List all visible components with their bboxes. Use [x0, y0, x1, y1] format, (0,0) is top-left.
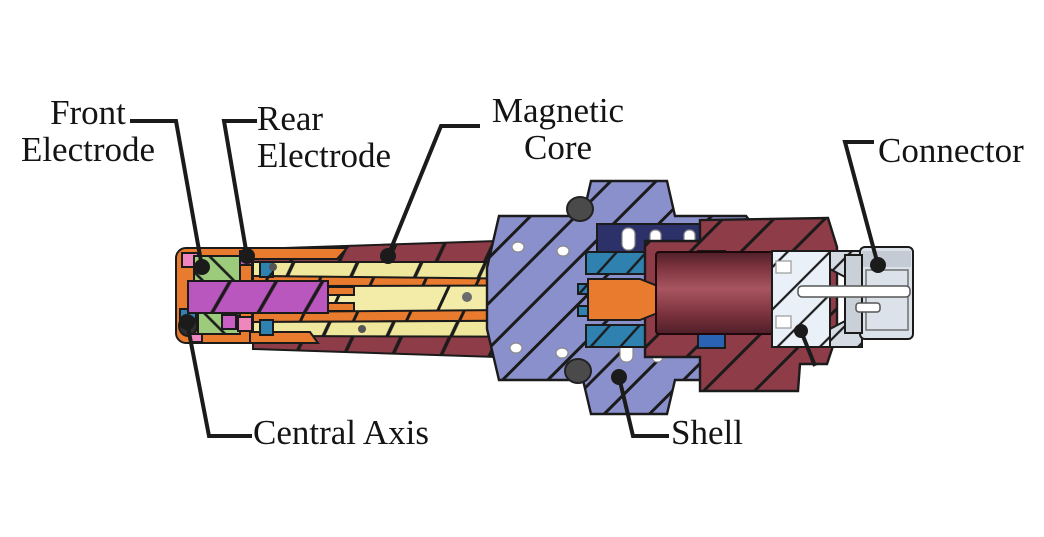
leader-shell — [617, 376, 669, 438]
label-magnetic-core: Magnetic Core — [468, 92, 648, 166]
leader-rear-electrode — [221, 119, 257, 257]
leader-magnetic-core — [386, 124, 480, 257]
o-ring-top — [566, 196, 594, 222]
o-ring-bottom — [564, 358, 592, 384]
leader-central-axis — [185, 321, 252, 438]
label-magnetic-core-line2: Core — [523, 128, 593, 167]
connector-pin — [797, 285, 911, 298]
label-front-electrode: Front Electrode — [0, 94, 176, 168]
o-rings — [564, 196, 594, 384]
leader-dots — [179, 248, 886, 385]
leader-front-electrode — [130, 119, 204, 268]
label-shell: Shell — [671, 413, 743, 452]
label-magnetic-core-line1: Magnetic — [491, 91, 625, 130]
inner-cylinder — [655, 251, 775, 335]
label-front-electrode-line1: Front — [50, 93, 126, 132]
leader-connector — [842, 140, 880, 266]
label-rear-electrode-line2: Electrode — [257, 136, 392, 175]
label-central-axis: Central Axis — [253, 413, 429, 452]
label-rear-electrode-line1: Rear — [257, 99, 324, 138]
label-front-electrode-line2: Electrode — [20, 130, 156, 169]
label-rear-electrode: Rear Electrode — [257, 100, 391, 174]
central-axis-rod — [187, 280, 329, 314]
connector-part — [771, 246, 914, 348]
label-connector: Connector — [878, 131, 1024, 170]
